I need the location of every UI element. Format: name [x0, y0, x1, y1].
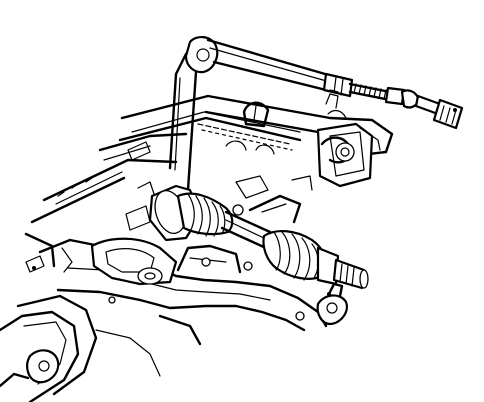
upper-frame-rail — [118, 89, 394, 188]
axle-shaft — [148, 184, 369, 290]
fasteners — [108, 175, 313, 321]
left-frame-rail — [24, 132, 188, 268]
lower-crossmember — [38, 194, 348, 332]
left-lower-frame — [0, 247, 202, 402]
